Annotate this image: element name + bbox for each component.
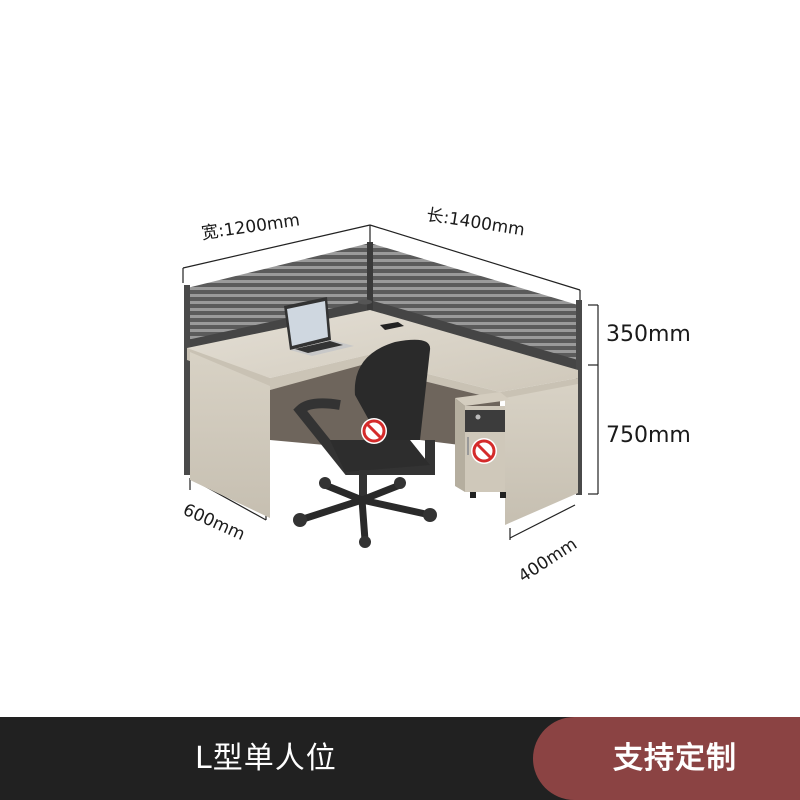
product-footer-bar: L型单人位 支持定制: [0, 717, 800, 800]
desk-height-label: 750mm: [606, 423, 691, 448]
customization-badge[interactable]: 支持定制: [533, 717, 800, 800]
no-entry-sign-icon: [361, 418, 387, 444]
desk-illustration: [182, 224, 599, 548]
office-chair: [293, 339, 437, 548]
no-entry-sign-icon: [471, 438, 497, 464]
product-name: L型单人位: [195, 741, 337, 776]
product-illustration: 宽:1200mm 长:1400mm 350mm 750mm 600mm 400m…: [180, 205, 691, 587]
customization-label: 支持定制: [613, 741, 737, 776]
laptop: [284, 297, 354, 356]
screen-height-label: 350mm: [606, 322, 691, 347]
